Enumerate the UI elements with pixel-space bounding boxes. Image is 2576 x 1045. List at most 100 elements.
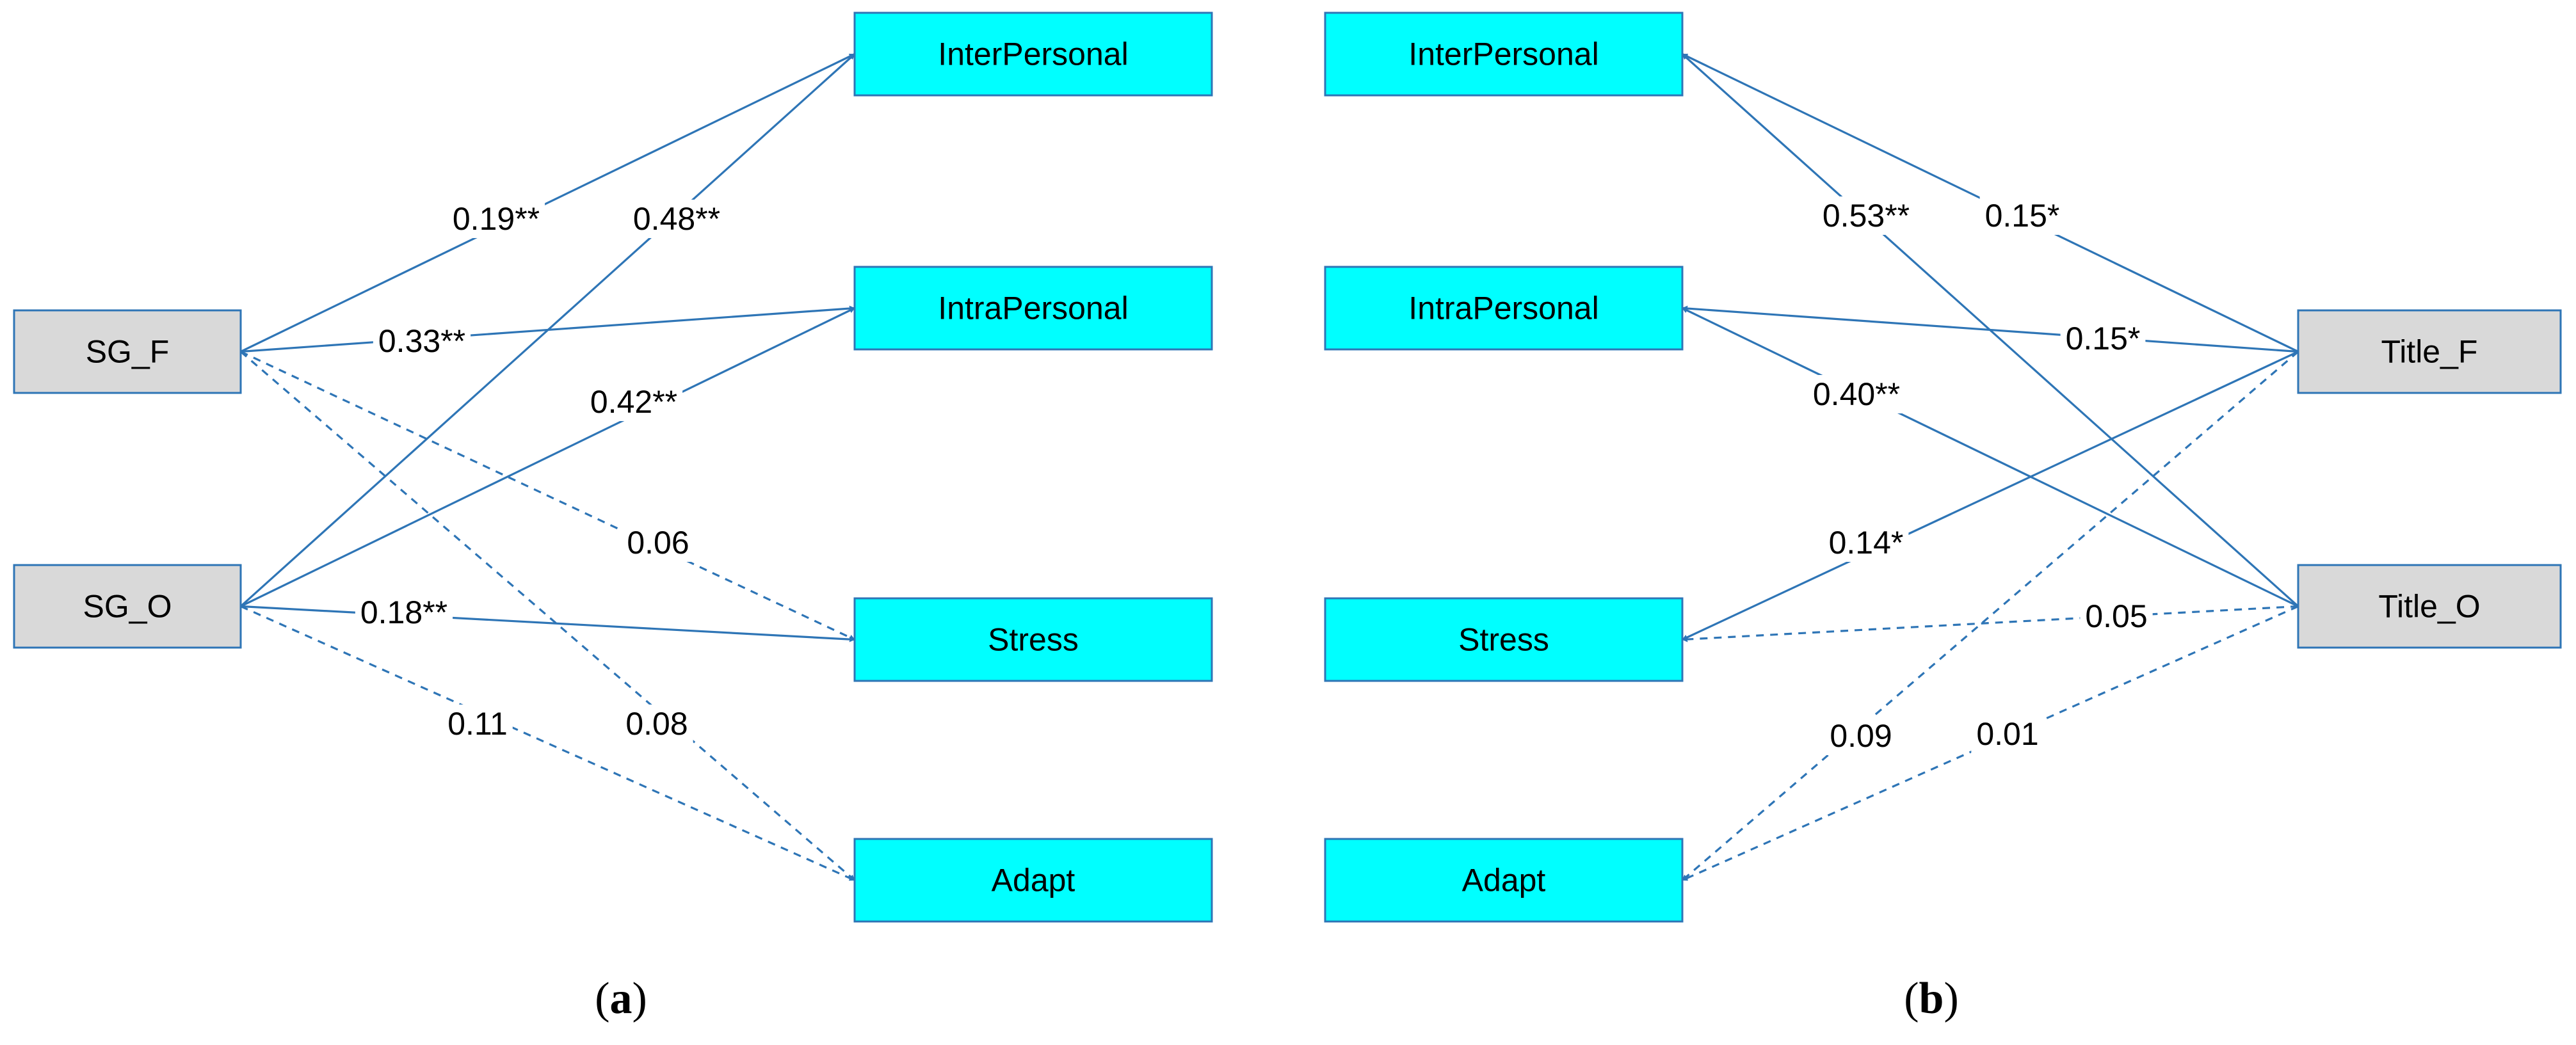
coefficient-background — [1824, 717, 1897, 755]
edge-title_o-to-b_stress — [1682, 605, 2299, 642]
edges-layer — [239, 53, 2299, 881]
coefficient-background — [627, 200, 726, 238]
node-label: InterPersonal — [938, 36, 1128, 72]
node-box — [1324, 597, 1684, 682]
coefficient-background — [620, 705, 693, 743]
node-a-stress: Stress — [853, 597, 1213, 682]
node-label: SG_F — [86, 334, 170, 370]
node-box — [13, 309, 242, 394]
coefficient-background — [355, 593, 453, 632]
coefficient-sg_f-to-a_inter: 0.19** — [447, 200, 545, 238]
node-box — [13, 564, 242, 649]
node-b-inter: InterPersonal — [1324, 12, 1684, 97]
node-a-adapt: Adapt — [853, 838, 1213, 923]
node-box — [853, 12, 1213, 97]
coefficient-value: 0.18** — [360, 594, 447, 630]
coefficient-title_o-to-b_adapt: 0.01 — [1971, 715, 2044, 753]
panel-b-letter: b — [1919, 974, 1944, 1023]
node-label: IntraPersonal — [938, 291, 1128, 326]
coefficient-background — [584, 383, 683, 421]
node-label: Title_O — [2378, 589, 2480, 625]
node-b-intra: IntraPersonal — [1324, 266, 1684, 351]
edge-sg_f-to-a_stress — [240, 351, 855, 641]
node-box — [2297, 564, 2562, 649]
coefficient-value: 0.33** — [378, 323, 465, 359]
coefficient-value: 0.15* — [2066, 321, 2141, 356]
coefficient-title_f-to-b_adapt: 0.09 — [1824, 717, 1897, 755]
coefficient-sg_o-to-a_inter: 0.48** — [627, 200, 726, 238]
coefficient-value: 0.08 — [625, 706, 688, 742]
node-label: IntraPersonal — [1408, 291, 1598, 326]
coefficient-sg_o-to-a_intra: 0.42** — [584, 383, 683, 421]
coefficient-value: 0.53** — [1823, 198, 1910, 234]
node-label: Title_F — [2381, 334, 2478, 370]
coefficient-background — [2080, 597, 2153, 635]
node-title-f: Title_F — [2297, 309, 2562, 394]
node-sg-o: SG_O — [13, 564, 242, 649]
edge-sg_f-to-a_intra — [240, 305, 855, 353]
panel-a-letter: a — [610, 974, 632, 1023]
panel-b-open: ( — [1904, 974, 1919, 1023]
coefficient-value: 0.06 — [627, 525, 689, 561]
coefficient-value: 0.15* — [1985, 198, 2060, 234]
node-box — [853, 266, 1213, 351]
coefficient-background — [1979, 196, 2065, 235]
coefficient-background — [373, 322, 471, 360]
node-box — [1324, 838, 1684, 923]
node-label: SG_O — [83, 589, 172, 625]
coefficient-background — [1823, 523, 1909, 562]
coefficient-value: 0.48** — [633, 201, 720, 237]
node-label: Stress — [988, 622, 1079, 658]
coefficient-background — [2060, 319, 2146, 358]
coefficient-background — [442, 705, 513, 743]
panel-a-label: (a) — [595, 974, 647, 1023]
coefficient-sg_f-to-a_adapt: 0.08 — [620, 705, 693, 743]
node-label: Adapt — [1462, 863, 1546, 898]
panel-b-label: (b) — [1904, 974, 1959, 1023]
node-box — [853, 838, 1213, 923]
coefficient-title_f-to-b_inter: 0.15* — [1979, 196, 2065, 235]
coefficient-title_o-to-b_inter: 0.53** — [1817, 196, 1915, 235]
node-b-stress: Stress — [1324, 597, 1684, 682]
edge-sg_f-to-a_inter — [240, 53, 855, 353]
coefficient-value: 0.01 — [1976, 716, 2038, 752]
node-label: InterPersonal — [1408, 36, 1598, 72]
node-sg-f: SG_F — [13, 309, 242, 394]
coefficient-title_f-to-b_stress: 0.14* — [1823, 523, 1909, 562]
panel-a-open: ( — [595, 974, 609, 1023]
coefficient-value: 0.42** — [590, 384, 677, 420]
edge-title_f-to-b_adapt — [1681, 351, 2299, 881]
panel-b-close: ) — [1944, 974, 1958, 1023]
node-box — [2297, 309, 2562, 394]
node-b-adapt: Adapt — [1324, 838, 1684, 923]
coefficient-title_o-to-b_stress: 0.05 — [2080, 597, 2153, 635]
coefficient-value: 0.09 — [1830, 718, 1892, 754]
coefficient-title_o-to-b_intra: 0.40** — [1807, 375, 1906, 413]
edge-sg_o-to-a_intra — [240, 307, 855, 607]
coefficient-background — [447, 200, 545, 238]
coefficient-background — [1971, 715, 2044, 753]
coefficient-labels-layer: 0.19** 0.48** 0.33** 0.42** 0.06 0.18** 0.11 0.… — [355, 196, 2153, 755]
coefficient-sg_o-to-a_stress: 0.18** — [355, 593, 453, 632]
coefficient-title_f-to-b_intra: 0.15* — [2060, 319, 2146, 358]
coefficient-value: 0.11 — [447, 706, 508, 742]
node-box — [853, 597, 1213, 682]
coefficient-background — [1807, 375, 1906, 413]
edge-title_o-to-b_intra — [1682, 307, 2299, 607]
edge-sg_o-to-a_adapt — [240, 605, 855, 881]
edge-sg_f-to-a_adapt — [239, 351, 856, 881]
coefficient-value: 0.05 — [2085, 598, 2147, 634]
node-label: Adapt — [992, 863, 1075, 898]
coefficient-value: 0.40** — [1813, 376, 1900, 412]
coefficient-background — [622, 523, 695, 562]
panel-a-close: ) — [632, 974, 647, 1023]
coefficient-value: 0.19** — [453, 201, 540, 237]
coefficient-sg_f-to-a_intra: 0.33** — [373, 322, 471, 360]
node-box — [1324, 12, 1684, 97]
edge-title_f-to-b_stress — [1682, 351, 2299, 641]
coefficient-sg_o-to-a_adapt: 0.11 — [442, 705, 513, 743]
node-box — [1324, 266, 1684, 351]
edge-title_f-to-b_intra — [1682, 305, 2299, 353]
